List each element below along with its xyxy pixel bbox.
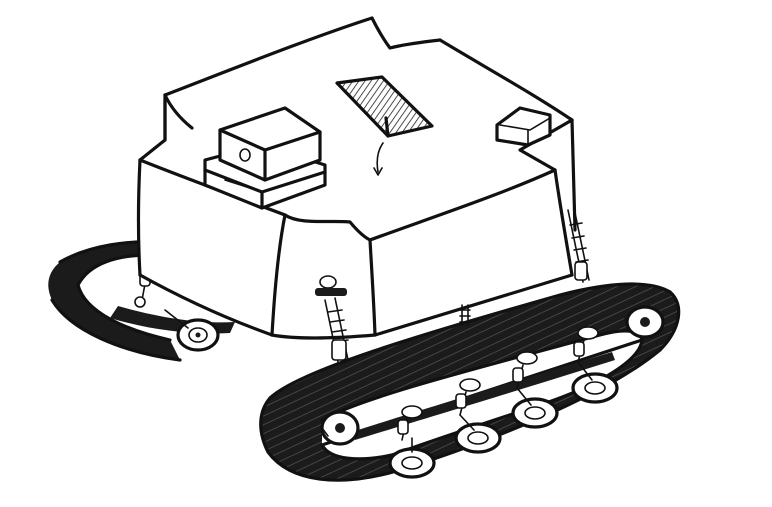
- rear-spring-icon: [567, 207, 590, 283]
- top-box-icon: [203, 106, 327, 210]
- vent-plate-icon: [335, 75, 434, 176]
- road-wheel-2-icon: [454, 378, 502, 454]
- road-wheel-1-icon: [388, 405, 436, 479]
- rear-road-wheel-icon: [164, 309, 220, 352]
- road-wheel-4-icon: [571, 326, 619, 404]
- rear-track-icon: [48, 240, 235, 362]
- rear-idler-wheel-icon: [624, 305, 665, 339]
- road-wheel-3-icon: [511, 351, 559, 429]
- front-shock-icon: [315, 275, 349, 363]
- front-idler-wheel-icon: [320, 410, 360, 446]
- center-strut-icon: [459, 304, 471, 326]
- camera-box-icon: [495, 106, 552, 147]
- front-track-icon: [259, 282, 681, 482]
